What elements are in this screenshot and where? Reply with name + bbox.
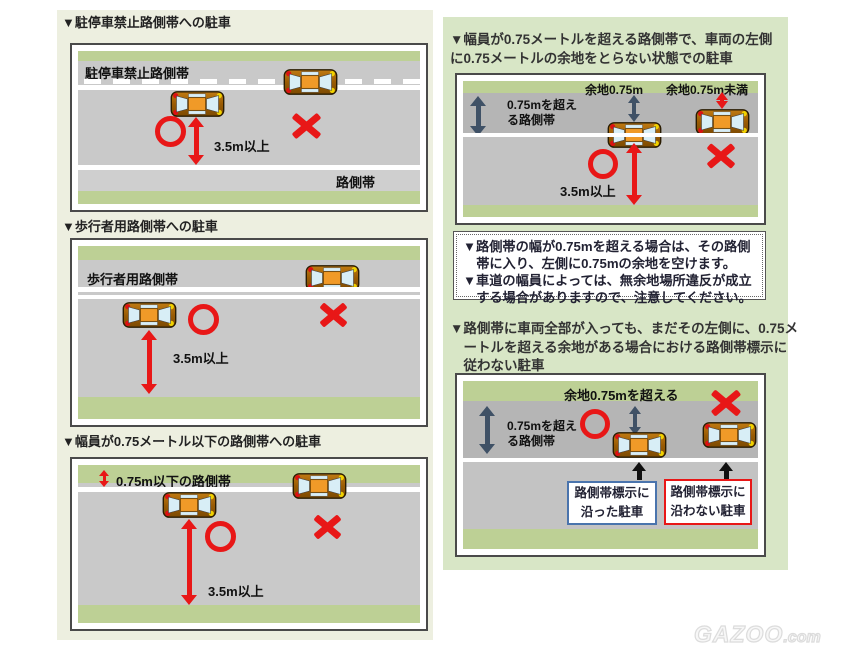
right-column: ▼幅員が0.75メートルを超える路側帯で、車両の左側に0.75メートルの余地をと… xyxy=(443,17,798,570)
shoulder-width-label: 0.75mを超え る路側帯 xyxy=(507,419,578,448)
grass-strip xyxy=(78,191,420,204)
wrong-x-mark xyxy=(290,111,323,141)
diagram5-roadway: 余地0.75mを超える 0.75mを超え る路側帯 xyxy=(463,381,758,549)
road-edge-line xyxy=(463,133,758,137)
ok-circle-mark xyxy=(205,521,236,552)
wrong-x-mark xyxy=(318,300,349,329)
diagram-margin-rule: 余地0.75m 余地0.75m未満 0.75mを超え る路側帯 xyxy=(455,73,766,225)
car-icon-correct xyxy=(612,432,667,458)
wrong-x-mark xyxy=(705,141,737,171)
diagram4-roadway: 余地0.75m 余地0.75m未満 0.75mを超え る路側帯 xyxy=(463,81,758,217)
road-edge-line xyxy=(463,458,758,462)
margin-ok-label: 余地0.75m xyxy=(585,83,644,97)
section5-heading: ▼路側帯に車両全部が入っても、まだその左側に、0.75メートルを超える余地がある… xyxy=(450,321,798,374)
section1-heading: ▼駐停車禁止路側帯への駐車 xyxy=(62,15,231,30)
ok-circle-mark xyxy=(188,304,219,335)
car-icon-correct xyxy=(162,492,217,518)
gazoo-logo: GAZOO.com xyxy=(693,620,822,648)
wrong-x-mark xyxy=(709,387,743,418)
zone-label: 0.75m以下の路側帯 xyxy=(116,474,231,489)
note-box: ▼路側帯の幅が0.75mを超える場合は、その路側帯に入り、左側に0.75mの余地… xyxy=(453,231,766,305)
car-icon-wrong xyxy=(283,69,338,95)
clearance-arrow xyxy=(181,519,197,605)
road-edge-line xyxy=(78,85,420,90)
side-strip-label: 路側帯 xyxy=(336,175,376,190)
ok-circle-mark xyxy=(588,149,618,179)
ng-callout-box: 路側帯標示に 沿わない駐車 xyxy=(664,479,752,525)
distance-label: 3.5m以上 xyxy=(173,351,229,366)
shoulder-width-arrow xyxy=(470,96,486,136)
car-icon-wrong xyxy=(702,422,757,448)
diagram-no-stopping-shoulder: 駐停車禁止路側帯 xyxy=(70,43,428,212)
section4-heading: ▼幅員が0.75メートルを超える路側帯で、車両の左側に0.75メートルの余地をと… xyxy=(450,32,773,66)
dashed-shoulder-line xyxy=(84,79,420,84)
section3-heading: ▼幅員が0.75メートル以下の路側帯への駐車 xyxy=(62,434,322,449)
ok-circle-mark xyxy=(580,409,610,439)
diagram-shoulder-marking: 余地0.75mを超える 0.75mを超え る路側帯 xyxy=(455,373,766,557)
gazoo-logo-suffix: .com xyxy=(783,628,822,646)
grass-strip xyxy=(78,246,420,260)
double-line-inner xyxy=(78,295,420,299)
diagram1-roadway: 駐停車禁止路側帯 xyxy=(78,51,420,204)
road-edge-line xyxy=(78,165,420,170)
double-line-outer xyxy=(78,287,420,292)
margin-over-label: 余地0.75mを超える xyxy=(564,388,679,403)
grass-strip xyxy=(463,81,758,93)
pointer-arrow-ok xyxy=(632,462,646,480)
gazoo-logo-brand: GAZOO xyxy=(693,620,784,647)
margin-arrow xyxy=(629,406,641,435)
pointer-arrow-ng xyxy=(719,462,733,480)
diagram2-roadway: 歩行者用路側帯 xyxy=(78,246,420,419)
note-item: ▼路側帯の幅が0.75mを超える場合は、その路側帯に入り、左側に0.75mの余地… xyxy=(463,239,751,271)
narrow-width-arrow xyxy=(99,470,109,487)
grass-strip xyxy=(463,529,758,549)
distance-label: 3.5m以上 xyxy=(560,184,616,199)
note-box-inner: ▼路側帯の幅が0.75mを超える場合は、その路側帯に入り、左側に0.75mの余地… xyxy=(456,234,763,305)
car-icon-correct xyxy=(122,302,177,328)
car-icon-correct xyxy=(170,91,225,117)
grass-strip xyxy=(78,605,420,623)
diagram-narrow-shoulder: 0.75m以下の路側帯 xyxy=(70,457,428,631)
side-strip-band xyxy=(78,170,420,191)
left-column: ▼駐停車禁止路側帯への駐車 駐停車禁止路側帯 xyxy=(57,10,433,640)
zone-label: 歩行者用路側帯 xyxy=(87,272,179,287)
zone-label: 駐停車禁止路側帯 xyxy=(85,66,190,81)
grass-strip xyxy=(463,381,758,401)
diagram3-roadway: 0.75m以下の路側帯 xyxy=(78,465,420,623)
ok-callout-box: 路側帯標示に 沿った駐車 xyxy=(567,481,657,525)
distance-label: 3.5m以上 xyxy=(214,139,270,154)
grass-strip xyxy=(78,397,420,419)
clearance-arrow xyxy=(188,117,204,165)
road-edge-line xyxy=(78,487,420,492)
shoulder-width-arrow xyxy=(479,406,495,454)
distance-label: 3.5m以上 xyxy=(208,584,264,599)
margin-ng-arrow xyxy=(716,92,728,109)
margin-ng-label: 余地0.75m未満 xyxy=(666,83,749,97)
grass-strip xyxy=(463,205,758,217)
ok-circle-mark xyxy=(155,116,186,147)
margin-ok-arrow xyxy=(628,95,640,122)
wrong-x-mark xyxy=(312,512,343,542)
car-icon-wrong xyxy=(292,473,347,499)
clearance-arrow xyxy=(141,330,157,394)
car-icon-wrong xyxy=(695,109,750,135)
note-item: ▼車道の幅員によっては、無余地場所違反が成立する場合がありますので、注意してくだ… xyxy=(463,272,752,305)
shoulder-width-label: 0.75mを超え る路側帯 xyxy=(507,98,578,127)
section2-heading: ▼歩行者用路側帯への駐車 xyxy=(62,219,218,234)
clearance-arrow xyxy=(626,143,642,205)
grass-strip xyxy=(78,51,420,61)
diagram-pedestrian-shoulder: 歩行者用路側帯 xyxy=(70,238,428,427)
